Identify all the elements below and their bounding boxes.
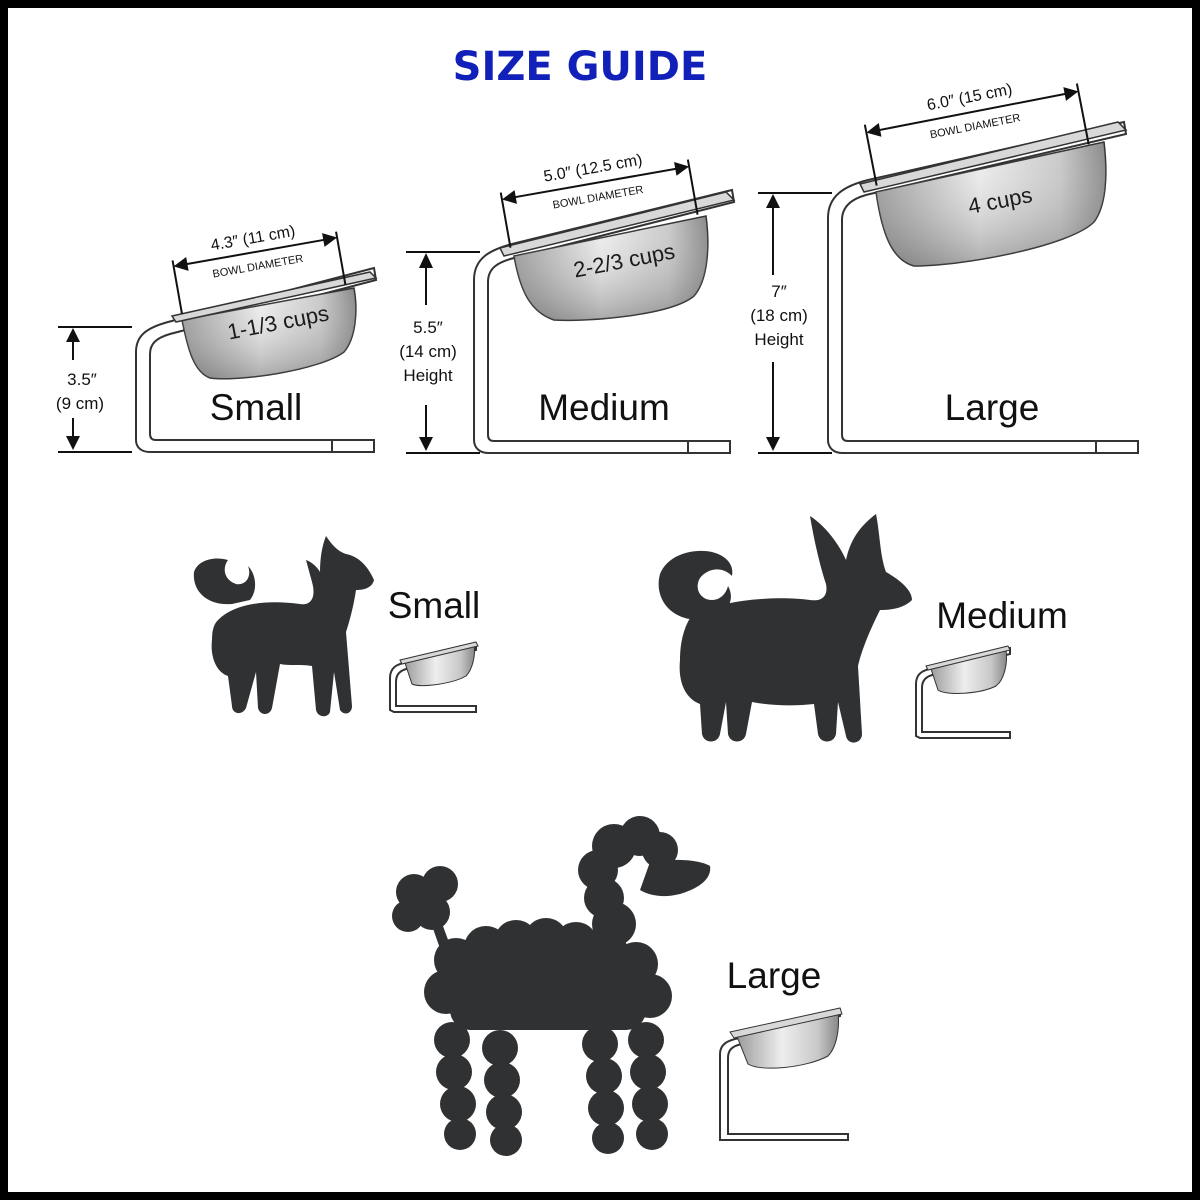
height-value-medium: 5.5″ xyxy=(413,318,443,337)
height-caption-medium: Height xyxy=(403,366,452,385)
bowl-diameter-value-medium: 5.0″ (12.5 cm) xyxy=(542,152,643,186)
page-title: SIZE GUIDE xyxy=(453,44,708,90)
small-dog-icon xyxy=(193,536,374,717)
height-value-small: 3.5″ xyxy=(67,370,97,389)
bowl-diameter-value-small: 4.3″ (11 cm) xyxy=(209,223,296,255)
height-dimension-large: 7″ (18 cm) Height xyxy=(750,192,832,454)
dog-size-label-small: Small xyxy=(388,585,481,626)
stand-frame-large xyxy=(827,120,1139,454)
height-dimension-medium: 5.5″ (14 cm) Height xyxy=(399,251,480,454)
height-metric-large: (18 cm) xyxy=(750,306,808,325)
bowl-large xyxy=(858,121,1128,267)
stand-large: 7″ (18 cm) Height 4 cups 6.0″ (15 cm) BO… xyxy=(750,81,1139,454)
stand-size-label-medium: Medium xyxy=(538,387,670,428)
dog-small-group: Small xyxy=(193,536,481,717)
dog-large-group: Large xyxy=(392,816,849,1156)
height-value-large: 7″ xyxy=(771,282,786,301)
height-caption-large: Height xyxy=(754,330,803,349)
stand-size-label-large: Large xyxy=(945,387,1040,428)
medium-dog-icon xyxy=(658,514,912,743)
stand-small: 3.5″ (9 cm) 1-1/3 cups 4.3″ (11 cm) BOWL… xyxy=(56,223,378,453)
height-dimension-small: 3.5″ (9 cm) xyxy=(56,326,132,453)
height-metric-medium: (14 cm) xyxy=(399,342,457,361)
bowl-diameter-caption-large: BOWL DIAMETER xyxy=(929,112,1022,141)
stand-frame-medium xyxy=(473,188,736,454)
stand-frame-small xyxy=(135,266,378,453)
mini-stand-small xyxy=(389,641,479,713)
dog-size-label-large: Large xyxy=(727,955,822,996)
mini-stand-medium xyxy=(915,645,1011,739)
bowl-diameter-value-large: 6.0″ (15 cm) xyxy=(925,81,1013,114)
mini-stand-large xyxy=(719,1007,849,1141)
dog-size-label-medium: Medium xyxy=(936,595,1068,636)
bowl-medium xyxy=(498,191,736,322)
dog-medium-group: Medium xyxy=(658,514,1068,743)
bowl-small xyxy=(170,271,378,380)
large-dog-icon xyxy=(392,816,711,1156)
height-metric-small: (9 cm) xyxy=(56,394,104,413)
stand-size-label-small: Small xyxy=(210,387,303,428)
stand-medium: 5.5″ (14 cm) Height 2-2/3 cups 5.0″ (12.… xyxy=(399,152,736,454)
